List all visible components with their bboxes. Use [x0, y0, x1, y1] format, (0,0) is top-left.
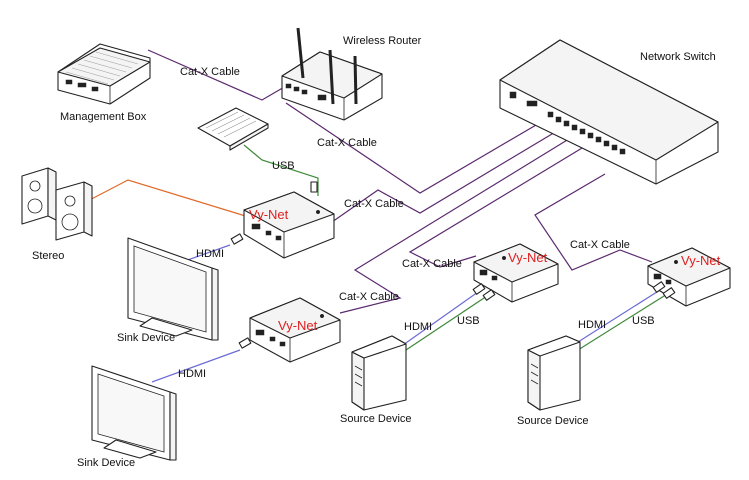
wireless-router: [281, 27, 383, 121]
cable-label-hdmi-source-1: HDMI: [404, 321, 432, 333]
vynet-unit-bottom: [249, 297, 341, 363]
cable-label-catx-bottom: Cat-X Cable: [339, 291, 399, 303]
usb-cable-keyboard: [243, 144, 319, 196]
sink-device-bottom: [91, 365, 177, 461]
sink-device-bottom-label: Sink Device: [77, 457, 135, 469]
cable-label-hdmi-top: HDMI: [196, 248, 224, 260]
catx-cable-switch-vynet-bottom: [339, 133, 578, 314]
source-device-2: [527, 335, 581, 411]
network-switch: [499, 39, 719, 185]
hdmi-cable-source-1: [402, 291, 479, 346]
vynet-brand-bottom: Vy-Net: [278, 318, 318, 333]
source-device-1-label: Source Device: [340, 413, 412, 425]
vynet-unit-middle: [473, 243, 559, 303]
keyboard: [197, 107, 269, 151]
cable-label-catx-right: Cat-X Cable: [570, 239, 630, 251]
audio-cable-stereo: [79, 179, 253, 219]
network-switch-label: Network Switch: [640, 51, 716, 63]
hdmi-cable-bottom: [151, 349, 241, 383]
catx-cable-router-switch: [285, 102, 549, 194]
catx-cable-switch-vynet-middle: [408, 141, 593, 268]
connector-plugs: [230, 181, 676, 349]
management-box-label: Management Box: [60, 111, 147, 123]
catx-cable-management-router: [147, 49, 287, 101]
source-device-1: [351, 335, 407, 411]
vynet-brand-middle: Vy-Net: [508, 250, 548, 265]
stereo-label: Stereo: [32, 250, 64, 262]
sink-device-top-label: Sink Device: [117, 332, 175, 344]
catx-cable-switch-vynet-top: [331, 127, 563, 223]
vynet-brand-right: Vy-Net: [681, 253, 721, 268]
vynet-unit-top: [243, 191, 335, 259]
cable-label-catx-router: Cat-X Cable: [317, 137, 377, 149]
cable-label-usb-source-2: USB: [632, 315, 655, 327]
catx-cable-switch-vynet-right: [534, 173, 653, 271]
cable-label-catx-management: Cat-X Cable: [180, 66, 240, 78]
cable-label-catx-middle: Cat-X Cable: [402, 258, 462, 270]
vynet-brand-top: Vy-Net: [249, 207, 289, 222]
wireless-router-label: Wireless Router: [343, 35, 422, 47]
hdmi-cable-source-2: [577, 289, 661, 343]
cable-label-usb-keyboard: USB: [272, 160, 295, 172]
sink-device-top: [127, 237, 219, 341]
cable-label-usb-source-1: USB: [457, 315, 480, 327]
cable-label-catx-top: Cat-X Cable: [344, 198, 404, 210]
cable-label-hdmi-bottom: HDMI: [178, 368, 206, 380]
stereo-speakers: [21, 167, 93, 241]
source-device-2-label: Source Device: [517, 415, 589, 427]
cable-label-hdmi-source-2: HDMI: [578, 319, 606, 331]
management-box: [57, 43, 151, 105]
